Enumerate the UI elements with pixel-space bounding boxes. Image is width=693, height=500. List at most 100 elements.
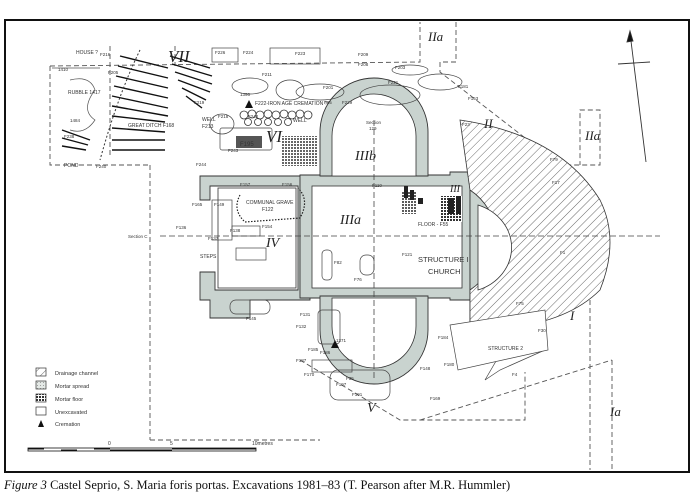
drainage-channel-swatch-icon [35, 367, 47, 377]
well-f213-label: F213 [202, 124, 214, 130]
zone-label-vi: VI [266, 127, 283, 146]
feature-label: F154 [262, 224, 273, 229]
mortar-floor-vi [282, 136, 318, 166]
great-ditch-lines [61, 55, 213, 151]
feature-label: F203 [395, 65, 406, 70]
stone-clusters [239, 109, 313, 126]
cremation-marker [331, 340, 339, 348]
feature-label: F224 [243, 50, 254, 55]
map-frame [4, 19, 690, 473]
north-arrow-icon [617, 29, 651, 163]
zone-label-iia-right: IIa [584, 128, 601, 143]
feature-label: 1484 [70, 118, 81, 123]
feature-label: F121 [402, 252, 413, 257]
scale-bar: 0 5 10metres [27, 441, 273, 452]
zone-label-v: V [367, 401, 377, 416]
feature-label: F35 [346, 376, 354, 381]
feature-label: F170 [304, 372, 315, 377]
feature-label: F1 [560, 250, 566, 255]
feature-label: F132 [296, 324, 307, 329]
feature-label: F76 [354, 277, 362, 282]
structure-2-label: STRUCTURE 2 [488, 346, 523, 352]
legend-label: Cremation [55, 422, 80, 428]
feature-label: F211 [262, 72, 272, 77]
legend-label: Mortar floor [55, 397, 83, 403]
great-ditch-label: GREAT DITCH F168 [128, 123, 174, 129]
zone-label-vii: VII [168, 47, 191, 66]
zone-label-iii: III [449, 184, 461, 195]
structure-i-label: STRUCTURE I [418, 255, 468, 264]
feature-label: 1371 [336, 338, 347, 343]
feature-label: F226 [215, 50, 226, 55]
cremation-swatch-icon [38, 420, 44, 427]
zone-label-i: I [569, 308, 575, 323]
feature-label: F181 [458, 84, 469, 89]
feature-label: F186 [320, 350, 331, 355]
figure-caption: Figure 3 Castel Seprio, S. Maria foris p… [4, 478, 510, 493]
feature-label: F137 [208, 236, 219, 241]
feature-label: F30 [538, 328, 546, 333]
communal-grave-outline [236, 187, 306, 223]
feature-label: F216 [100, 52, 111, 57]
feature-label: 1396 [240, 92, 251, 97]
well-label-1: WELL [202, 117, 216, 123]
feature-label: F240 [96, 164, 107, 169]
feature-label: F218 [218, 114, 229, 119]
house-outline [52, 67, 100, 132]
feature-label: F153 [468, 96, 479, 101]
legend-label: Drainage channel [55, 371, 98, 377]
church-interiors [217, 93, 512, 369]
feature-label: F82 [334, 260, 342, 265]
house-label: HOUSE ? [76, 50, 98, 56]
feature-label: F208 [358, 62, 369, 67]
feature-label: F185 [308, 347, 319, 352]
legend: Drainage channel Mortar spread Mortar fl… [35, 367, 98, 428]
feature-label: F165 [192, 202, 203, 207]
zone-label-iv: IV [265, 236, 281, 251]
feature-label: F23 [462, 122, 470, 127]
feature-label: F229 [342, 100, 353, 105]
feature-label: F85 [324, 100, 332, 105]
section-c-label: Section C [128, 234, 148, 239]
well-label-2: WELL [293, 118, 307, 124]
iron-age-cremation-label: F222-IRON AGE CREMATION ? [255, 101, 328, 107]
scale-tick-label: 10metres [252, 441, 273, 447]
feature-label: F145 [246, 316, 257, 321]
scale-tick-label: 0 [108, 441, 111, 447]
feature-label: F138 [230, 228, 241, 233]
church-label: CHURCH [428, 267, 461, 276]
feature-label: F180 [444, 362, 455, 367]
mortar-spread-swatch-icon [35, 380, 47, 390]
feature-label: F148 [420, 366, 431, 371]
zone-label-iiia: IIIa [339, 213, 361, 228]
figure-number: Figure 3 [4, 478, 47, 492]
zone-label-ia: Ia [609, 404, 621, 419]
feature-label: F221 [388, 80, 399, 85]
feature-label: F201 [323, 85, 334, 90]
feature-label: F17 [552, 180, 560, 185]
legend-label: Unexcavated [55, 410, 87, 416]
zone-label-iia-top: IIa [427, 29, 444, 44]
feature-label: F219 [194, 100, 205, 105]
feature-label: F149 [214, 202, 225, 207]
figure-caption-text: Castel Seprio, S. Maria foris portas. Ex… [46, 478, 511, 492]
zone-label-ii: II [483, 116, 493, 131]
feature-label: F187 [296, 358, 307, 363]
mortar-floor-swatch-icon [35, 393, 47, 403]
feature-label: F136 [176, 225, 187, 230]
feature-label: F131 [300, 312, 311, 317]
scale-tick-label: 5 [170, 441, 173, 447]
zone-label-iiib: IIIb [354, 149, 376, 164]
feature-label: F169 [430, 396, 441, 401]
feature-label: 1410 [58, 67, 69, 72]
feature-label: F244 [196, 162, 207, 167]
section-129-number: 129 [369, 126, 377, 131]
feature-label: F197 [336, 382, 347, 387]
floor-f55-label: FLOOR - F55 [418, 222, 449, 228]
communal-grave-feature: F122 [262, 207, 274, 213]
feature-label: F195 [240, 142, 254, 148]
feature-label: F242 [248, 114, 259, 119]
feature-f195 [236, 136, 262, 148]
feature-label: F184 [438, 335, 449, 340]
